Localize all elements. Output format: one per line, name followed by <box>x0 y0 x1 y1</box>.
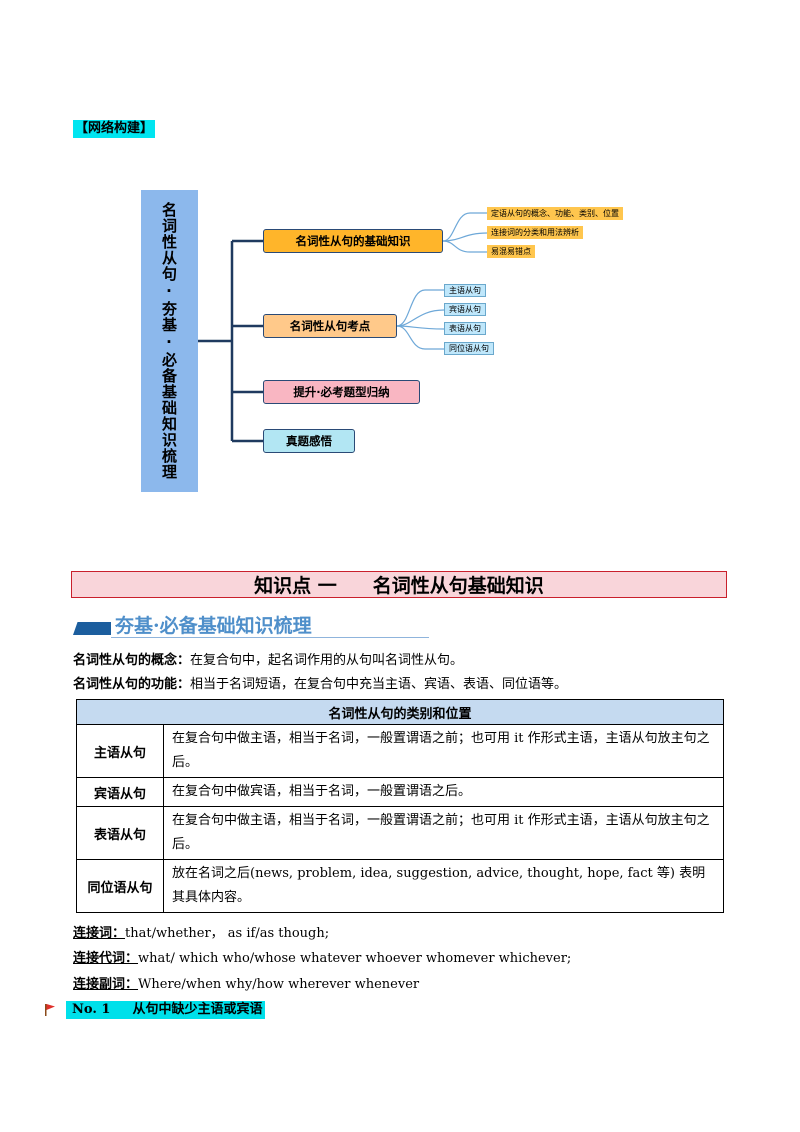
mindmap-branch-exam-points: 名词性从句考点 <box>263 314 397 338</box>
table-cell-type: 宾语从句 <box>76 777 164 807</box>
sub-heading-bar <box>73 622 111 635</box>
sub-heading: 夯基·必备基础知识梳理 <box>73 610 429 640</box>
knowledge-point-title: 名词性从句基础知识 <box>372 575 544 597</box>
mindmap-leaf: 表语从句 <box>444 322 486 335</box>
connective-line: 连接词：that/whether， as if/as though; <box>73 926 330 941</box>
table-row: 表语从句 在复合句中做主语，相当于名词，一般置谓语之前；也可用 it 作形式主语… <box>76 806 724 860</box>
knowledge-point-label: 知识点 一 <box>254 575 337 597</box>
mindmap-branch-real-exams: 真题感悟 <box>263 429 355 453</box>
table-cell-desc: 放在名词之后(news, problem, idea, suggestion, … <box>163 859 724 913</box>
mindmap-leaf: 定语从句的概念、功能、类别、位置 <box>487 207 623 220</box>
table-header-row: 名词性从句的类别和位置 <box>76 699 724 725</box>
mindmap-root: 名词性从句·夯基·必备基础知识梳理 <box>141 190 198 492</box>
table-row: 宾语从句 在复合句中做宾语，相当于名词，一般置谓语之后。 <box>76 777 724 807</box>
table-header: 名词性从句的类别和位置 <box>76 699 724 725</box>
table-cell-type: 主语从句 <box>76 724 164 778</box>
mindmap-leaf: 同位语从句 <box>444 342 494 355</box>
table-cell-desc: 在复合句中做主语，相当于名词，一般置谓语之前；也可用 it 作形式主语，主语从句… <box>163 806 724 860</box>
mindmap-branch-basics: 名词性从句的基础知识 <box>263 229 443 253</box>
clause-type-table: 名词性从句的类别和位置 主语从句 在复合句中做主语，相当于名词，一般置谓语之前；… <box>76 699 724 913</box>
connective-adverb-line: 连接副词：Where/when why/how wherever wheneve… <box>73 977 420 992</box>
mindmap-leaf: 连接词的分类和用法辨析 <box>487 226 583 239</box>
table-cell-desc: 在复合句中做宾语，相当于名词，一般置谓语之后。 <box>163 777 724 807</box>
mindmap-connectors <box>198 212 488 443</box>
sub-heading-text: 夯基·必备基础知识梳理 <box>115 615 312 637</box>
knowledge-point-banner: 知识点 一 名词性从句基础知识 <box>71 571 727 598</box>
mindmap-leaf: 易混易错点 <box>487 245 535 258</box>
mindmap-leaf: 宾语从句 <box>444 303 486 316</box>
section-tag-network: 【网络构建】 <box>73 120 156 138</box>
mindmap-leaf: 主语从句 <box>444 284 486 297</box>
divider <box>111 637 429 638</box>
table-row: 同位语从句 放在名词之后(news, problem, idea, sugges… <box>76 859 724 913</box>
table-row: 主语从句 在复合句中做主语，相当于名词，一般置谓语之前；也可用 it 作形式主语… <box>76 724 724 778</box>
function-line: 名词性从句的功能：相当于名词短语，在复合句中充当主语、宾语、表语、同位语等。 <box>73 677 568 692</box>
concept-line: 名词性从句的概念：在复合句中，起名词作用的从句叫名词性从句。 <box>73 653 464 668</box>
connective-pronoun-line: 连接代词：what/ which who/whose whatever whoe… <box>73 951 572 966</box>
flag-icon <box>45 1004 55 1016</box>
table-cell-type: 表语从句 <box>76 806 164 860</box>
table-cell-type: 同位语从句 <box>76 859 164 913</box>
mindmap-branch-question-types: 提升·必考题型归纳 <box>263 380 420 404</box>
table-cell-desc: 在复合句中做主语，相当于名词，一般置谓语之前；也可用 it 作形式主语，主语从句… <box>163 724 724 778</box>
